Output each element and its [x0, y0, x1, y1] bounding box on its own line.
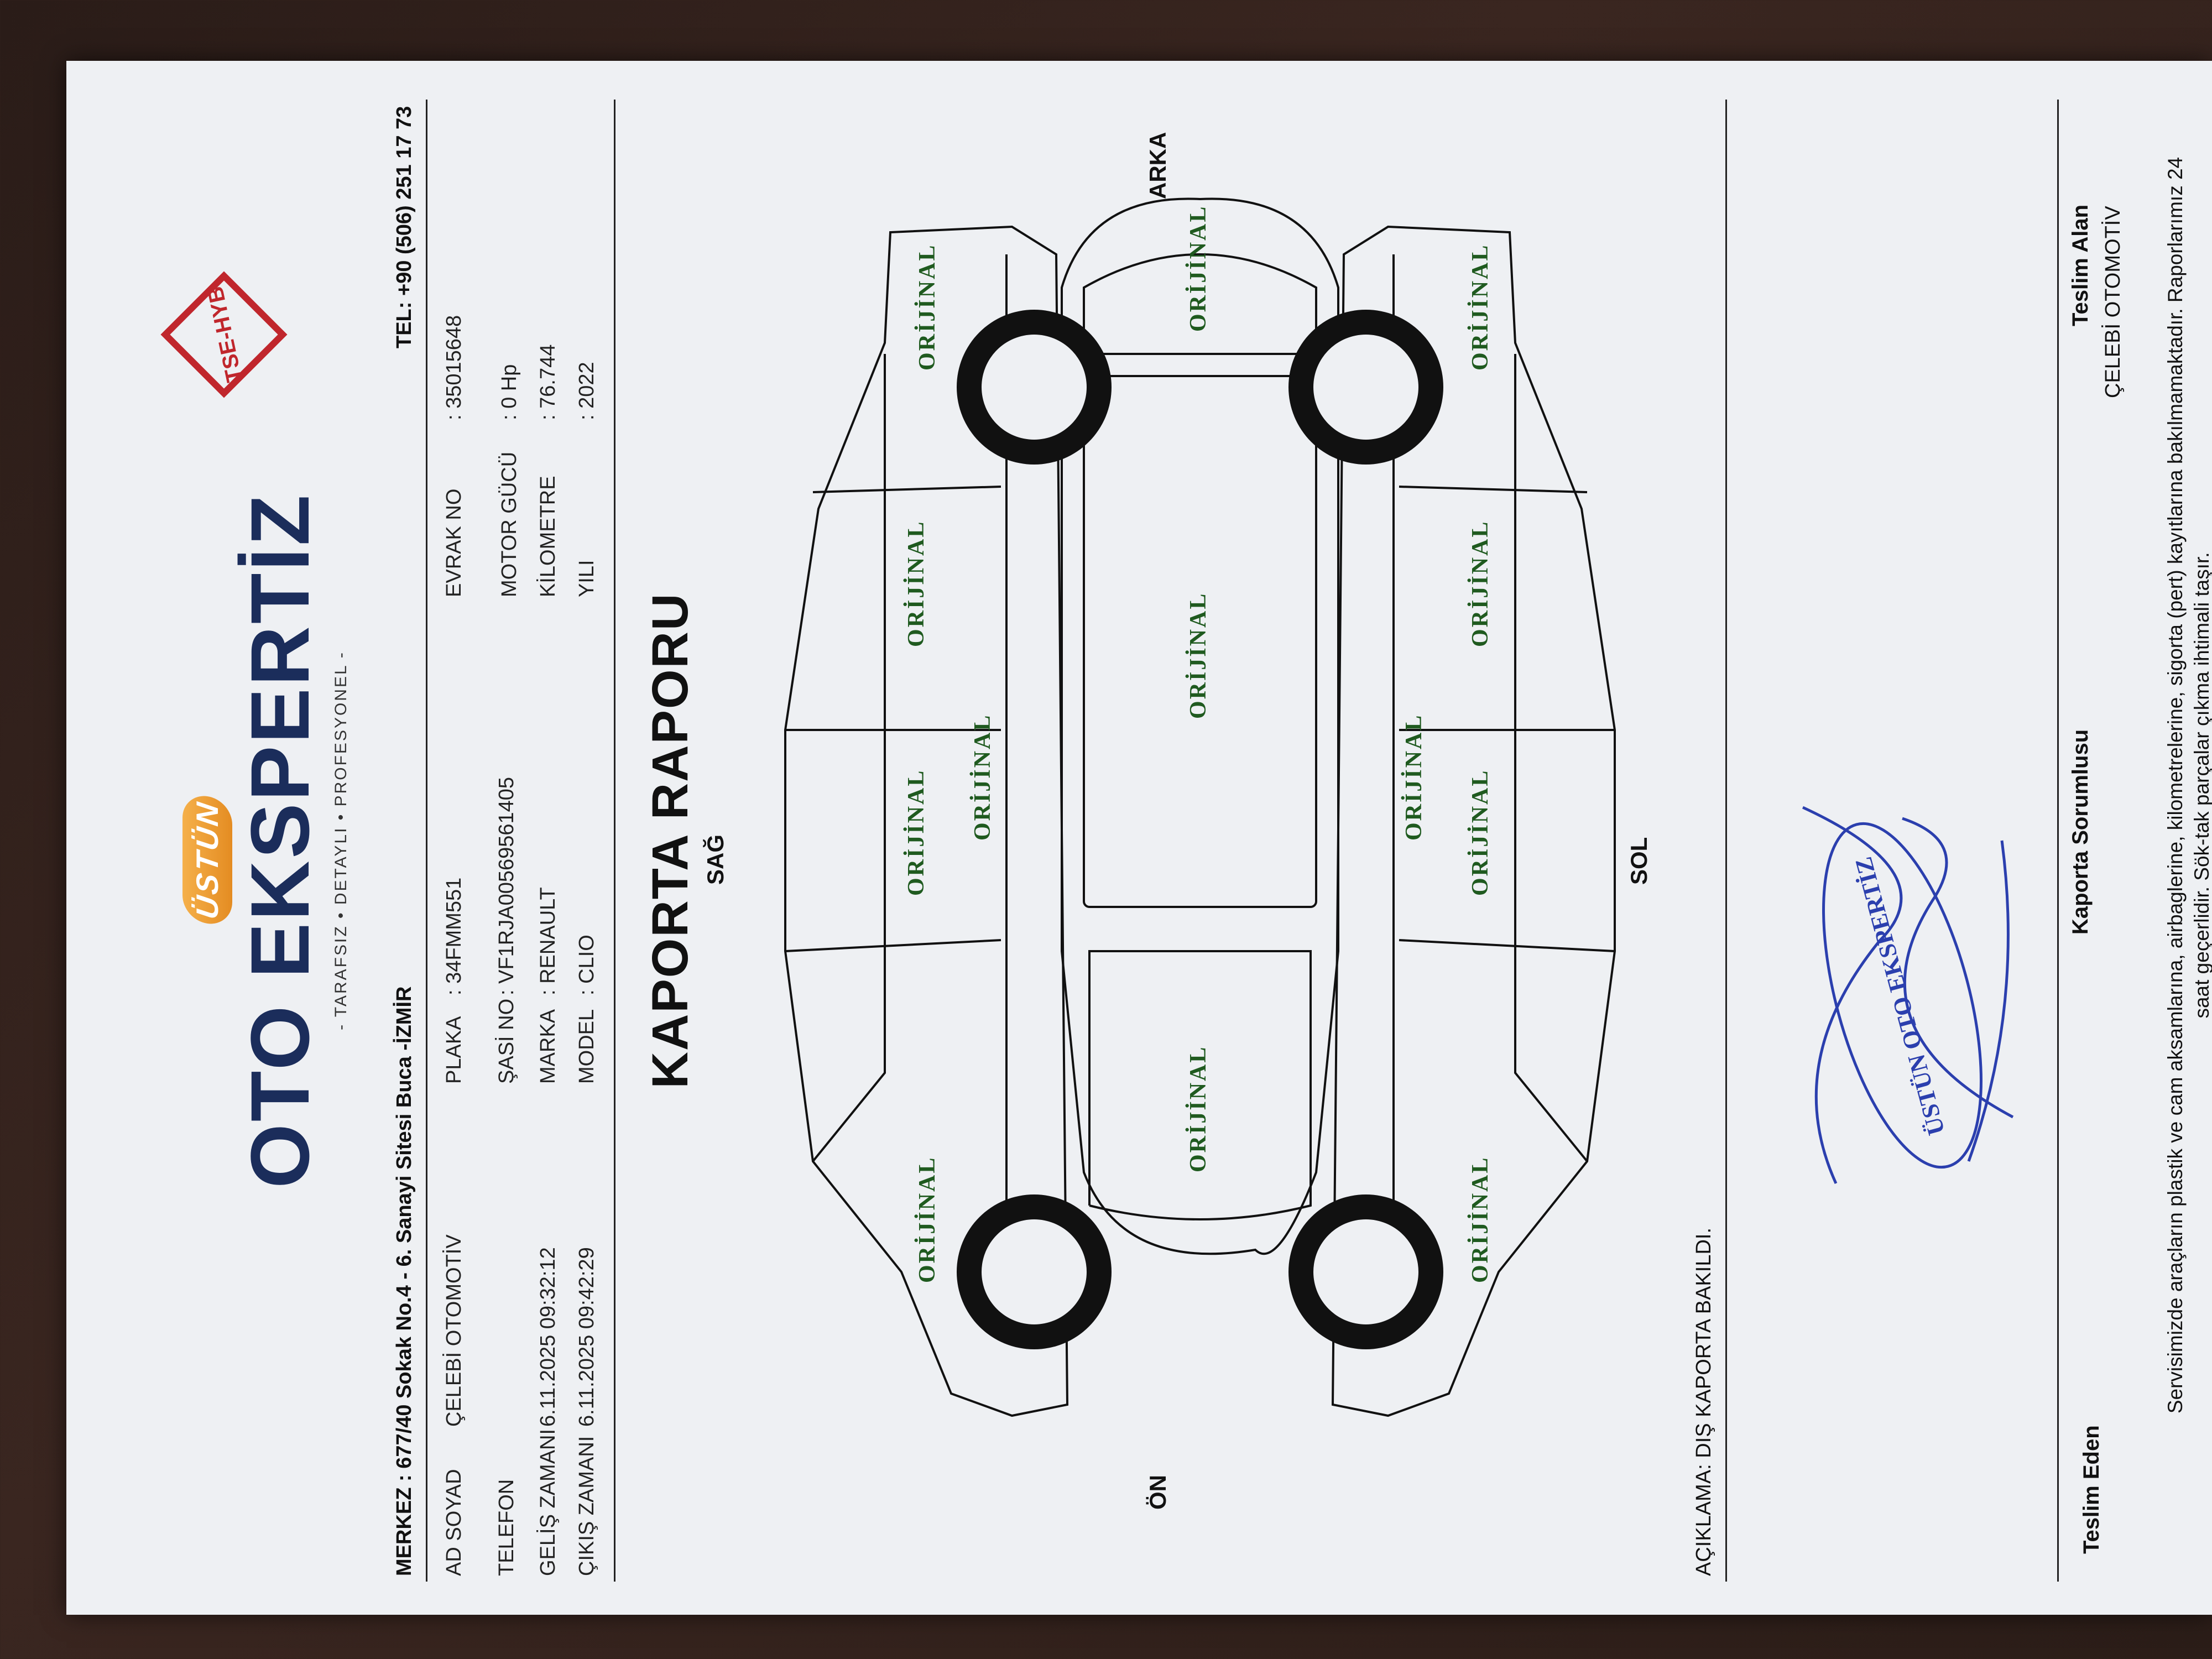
gelis-zamani-value: 6.11.2025 09:32:12: [536, 1247, 560, 1427]
orijinal-rear-left-fender: ORİJİNAL: [1467, 244, 1493, 371]
orijinal-rear-right-door: ORİJİNAL: [903, 520, 929, 647]
right-side-window-line: [812, 354, 886, 1162]
evrak-label: EVRAK NO: [442, 488, 466, 597]
orijinal-roof: ORİJİNAL: [1185, 592, 1211, 719]
orijinal-rear-left-door: ORİJİNAL: [1467, 520, 1493, 647]
ustun-logo-badge: ÜSTÜN: [182, 792, 232, 927]
orijinal-front-left-fender: ORİJİNAL: [1467, 1156, 1493, 1283]
report-title: KAPORTA RAPORU: [642, 592, 698, 1089]
header-divider: [426, 100, 427, 1582]
orijinal-front-right-fender: ORİJİNAL: [914, 1156, 940, 1283]
motor-label: MOTOR GÜCÜ: [498, 451, 521, 597]
marka-label: MARKA: [536, 1009, 560, 1084]
footer-disclaimer: Servisimizde araçların plastik ve cam ak…: [2164, 156, 2212, 1414]
address-line: MERKEZ : 677/40 Sokak No.4 - 6. Sanayi S…: [393, 986, 416, 1576]
hood-panel: [1088, 950, 1312, 1220]
teslim-eden-label: Teslim Eden: [2079, 1425, 2104, 1554]
tse-hyb-logo-icon: TSE-HYB: [160, 271, 288, 398]
sasi-value: : VF1RJA00569561405: [495, 776, 518, 995]
orijinal-front-left-door: ORİJİNAL: [1467, 769, 1493, 896]
ad-soyad-value: ÇELEBİ OTOMOTİV: [442, 1234, 466, 1427]
orijinal-hood: ORİJİNAL: [1185, 1046, 1211, 1172]
orijinal-right-rocker: ORİJİNAL: [969, 714, 995, 841]
telefon-label: TELEFON: [495, 1479, 518, 1576]
aciklama-note: AÇIKLAMA: DIŞ KAPORTA BAKILDI.: [1692, 1227, 1715, 1576]
paper-sheet: ÜSTÜN OTO EKSPERTİZ - TARAFSIZ • DETAYLI…: [66, 61, 2212, 1615]
kilometre-label: KİLOMETRE: [536, 476, 560, 597]
yil-label: YILI: [575, 560, 598, 597]
yil-value: : 2022: [575, 362, 598, 420]
orijinal-trunk: ORİJİNAL: [1185, 205, 1211, 332]
brand-tagline: - TARAFSIZ • DETAYLI • PROFESYONEL -: [332, 651, 350, 1030]
ad-soyad-label: AD SOYAD: [442, 1469, 466, 1576]
kilometre-value: : 76.744: [536, 344, 560, 420]
model-value: : CLIO: [575, 935, 598, 995]
gelis-zamani-label: GELİŞ ZAMANI: [536, 1428, 560, 1576]
kaporta-sorumlusu-label: Kaporta Sorumlusu: [2068, 729, 2093, 935]
tse-hyb-text: TSE-HYB: [203, 284, 247, 384]
teslim-alan-label: Teslim Alan: [2068, 204, 2093, 326]
motor-value: : 0 Hp: [498, 364, 521, 420]
plaka-label: PLAKA: [442, 1016, 466, 1084]
evrak-value: : 35015648: [442, 315, 466, 420]
car-body-diagram: ORİJİNAL ORİJİNAL ORİJİNAL ORİJİNAL ORİJ…: [784, 197, 1616, 1417]
info-divider: [614, 100, 615, 1582]
aciklama-divider: [1725, 100, 1727, 1582]
trunk-panel: [1083, 253, 1317, 355]
marka-value: : RENAULT: [536, 887, 560, 995]
top-view-outline: [1061, 197, 1339, 1255]
left-side-window-line: [1514, 354, 1588, 1162]
report-document: ÜSTÜN OTO EKSPERTİZ - TARAFSIZ • DETAYLI…: [66, 61, 2212, 1615]
sasi-label: ŞASİ NO: [495, 998, 518, 1084]
orijinal-rear-right-fender: ORİJİNAL: [914, 244, 940, 371]
plaka-value: : 34FMM551: [442, 877, 466, 995]
model-label: MODEL: [575, 1009, 598, 1084]
phone-line: TEL: +90 (506) 251 17 73: [393, 106, 416, 348]
cikis-zamani-value: 6.11.2025 09:42:29: [575, 1247, 598, 1427]
brand-name: OTO EKSPERTİZ: [233, 493, 326, 1188]
teslim-alan-value: ÇELEBİ OTOMOTİV: [2101, 206, 2125, 398]
roof-panel: [1083, 375, 1317, 908]
orijinal-front-right-door: ORİJİNAL: [903, 769, 929, 896]
orijinal-left-rocker: ORİJİNAL: [1401, 714, 1427, 841]
company-stamp-signature: ÜSTÜN OTO EKSPERTİZ: [1802, 806, 2014, 1185]
cikis-zamani-label: ÇIKIŞ ZAMANI: [575, 1436, 598, 1576]
